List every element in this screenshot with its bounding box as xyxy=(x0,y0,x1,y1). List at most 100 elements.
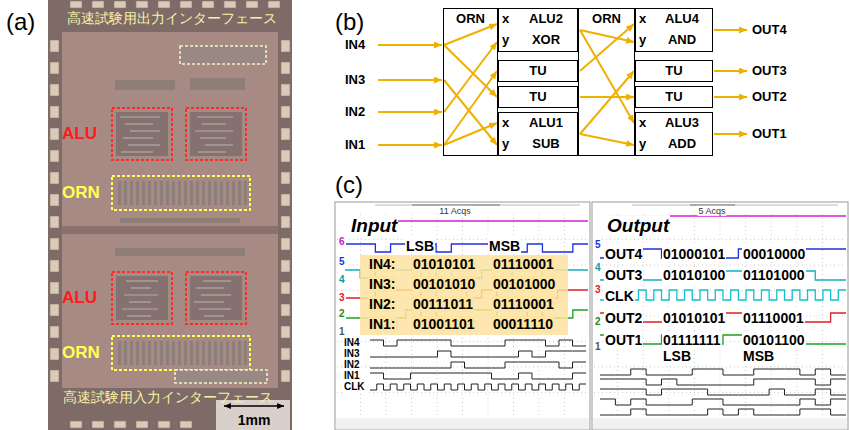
bond-pad xyxy=(50,282,59,294)
signal-arrow xyxy=(444,42,497,112)
channel-number: 1 xyxy=(338,326,346,338)
status-bar xyxy=(336,418,589,429)
interface-label: 高速試験用入力インターフェース xyxy=(63,389,273,405)
bit-string: 01110001 xyxy=(492,256,555,272)
grid-line xyxy=(594,367,846,368)
tu-box: TU xyxy=(635,86,713,108)
bond-pad xyxy=(281,238,290,250)
node-text: x xyxy=(499,116,509,130)
chip-core xyxy=(62,32,278,388)
orn-circuit xyxy=(154,181,157,205)
port-name: IN1 xyxy=(345,138,365,153)
screen-frame xyxy=(335,202,590,430)
orn-circuit xyxy=(166,181,169,205)
grid-line xyxy=(337,392,588,393)
alu-wiring xyxy=(125,123,153,124)
circuit-block xyxy=(115,80,175,90)
alu-wiring xyxy=(130,130,160,131)
signal-arrow xyxy=(580,71,634,134)
orn-circuit xyxy=(208,341,211,365)
port-name: OUT4 xyxy=(752,23,787,38)
channel-number: 3 xyxy=(594,284,602,296)
node-text: ALU2 xyxy=(529,12,563,26)
signal-arrow xyxy=(444,24,497,45)
alu-wiring xyxy=(194,301,224,302)
waveform-trace xyxy=(370,351,586,357)
signal-arrow xyxy=(714,96,747,98)
orn-circuit xyxy=(178,341,181,365)
bond-pad xyxy=(180,421,192,428)
alu-wiring xyxy=(195,130,233,131)
orn-circuit xyxy=(190,341,193,365)
orn-box: ORN xyxy=(443,8,498,156)
node-text: y xyxy=(636,33,646,47)
oscilloscope-screen xyxy=(592,202,848,430)
orn-circuit xyxy=(166,341,169,365)
port-name: IN3 xyxy=(345,73,365,88)
highlight-band xyxy=(360,255,568,335)
alu-wiring xyxy=(128,144,160,145)
bond-pad xyxy=(281,282,290,294)
orn-circuit xyxy=(214,341,217,365)
node-text: ALU3 xyxy=(665,116,699,130)
bond-pad xyxy=(281,62,290,74)
header-rule xyxy=(632,205,838,206)
waveform-trace xyxy=(600,409,846,415)
bit-string: IN2: xyxy=(368,296,396,312)
bond-pad xyxy=(136,1,148,8)
alu-circuit xyxy=(116,112,168,156)
alu-wiring xyxy=(121,151,153,152)
bond-pad xyxy=(50,150,59,162)
orn-circuit xyxy=(118,181,121,205)
grid-line xyxy=(594,239,846,240)
bond-pad xyxy=(70,421,82,428)
circuit-block xyxy=(115,248,245,256)
bond-pad xyxy=(50,40,59,52)
node-text: TU xyxy=(529,90,546,104)
bond-pad xyxy=(281,40,290,52)
alu-wiring xyxy=(129,301,151,302)
bit-string: LSB xyxy=(662,348,692,364)
bond-pad xyxy=(281,150,290,162)
orn-circuit xyxy=(196,341,199,365)
screen-frame xyxy=(592,202,848,430)
bond-pad xyxy=(281,348,290,360)
alu-wiring xyxy=(202,123,226,124)
channel-number: 6 xyxy=(338,236,346,248)
bit-string: 01101000 xyxy=(742,267,806,283)
waveform-trace xyxy=(600,290,846,300)
orn-circuit xyxy=(184,181,187,205)
bond-pad xyxy=(92,421,104,428)
port-name: OUT1 xyxy=(752,127,787,142)
panel-letter: (a) xyxy=(6,8,35,36)
signal-name: IN4 xyxy=(343,337,361,349)
orn-circuit xyxy=(148,341,151,365)
chip-die xyxy=(48,0,292,430)
orn-circuit xyxy=(130,181,133,205)
bit-string: OUT2 xyxy=(604,310,643,326)
alu-region-label: ALU xyxy=(62,124,97,144)
node-text: ADD xyxy=(668,137,696,151)
bond-pad xyxy=(50,172,59,184)
node-text: x xyxy=(636,12,646,26)
acquisition-count: 11 Acqs xyxy=(438,206,471,216)
panel-letter: (b) xyxy=(335,8,364,36)
bond-pad xyxy=(180,1,192,8)
node-text: SUB xyxy=(532,137,559,151)
channel-number: 2 xyxy=(594,316,602,328)
node-text: TU xyxy=(665,64,682,78)
waveform-trace xyxy=(600,389,846,395)
alu-wiring xyxy=(131,287,151,288)
bond-pad xyxy=(281,106,290,118)
bit-string: OUT3 xyxy=(604,267,643,283)
orn-circuit xyxy=(124,341,127,365)
scope-title: Output xyxy=(606,215,670,237)
bit-string: 00011110 xyxy=(492,316,554,332)
orn-circuit xyxy=(136,341,139,365)
tu-box: TU xyxy=(498,60,578,82)
grid-line xyxy=(594,392,846,393)
node-text: y xyxy=(636,137,646,151)
orn-box: ORN xyxy=(578,8,635,156)
waveform-trace xyxy=(370,362,586,368)
